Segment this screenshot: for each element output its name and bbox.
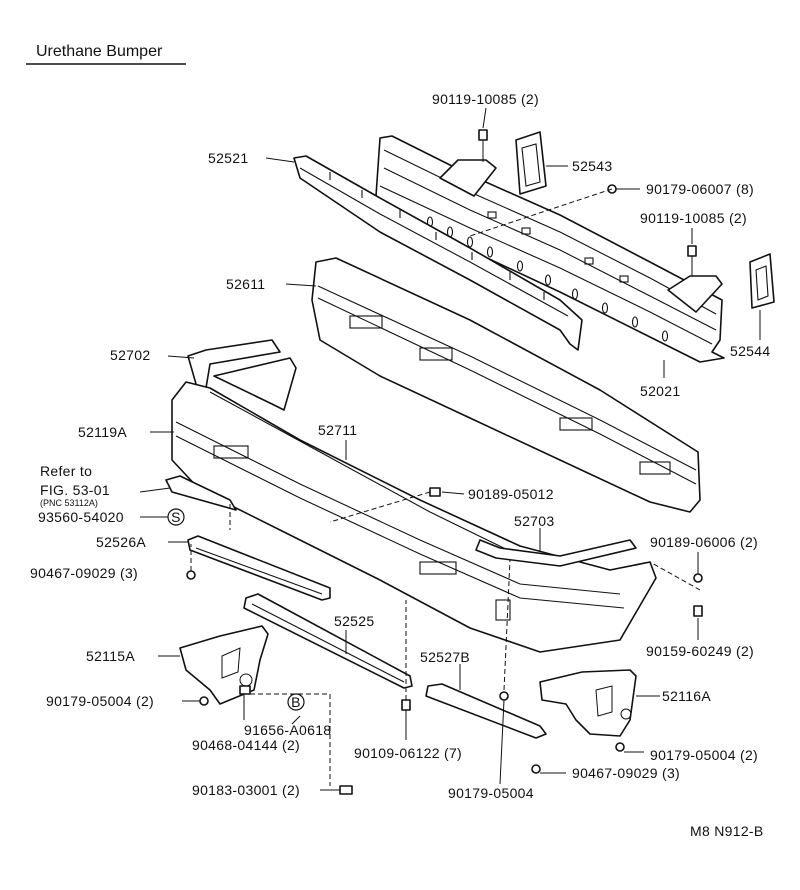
label-90189-06006: 90189-06006 (2): [650, 534, 758, 550]
svg-text:S: S: [171, 509, 181, 525]
label-52526A: 52526A: [96, 534, 146, 550]
label-90179-05004-bottom: 90179-05004: [448, 785, 534, 801]
front-seal: [165, 475, 237, 511]
label-52115A: 52115A: [86, 648, 135, 664]
label-52521: 52521: [208, 150, 248, 166]
reference-line3: (PNC 53112A): [40, 498, 98, 508]
label-52119A: 52119A: [78, 424, 127, 440]
guide-lines: [190, 188, 701, 786]
label-90179-05004-right: 90179-05004 (2): [650, 747, 758, 763]
label-52116A: 52116A: [662, 688, 711, 704]
label-90119-right: 90119-10085 (2): [640, 210, 747, 226]
lower-trim-strip: [475, 539, 637, 567]
symbol-s: S: [167, 508, 185, 526]
svg-text:B: B: [291, 694, 301, 710]
label-90159: 90159-60249 (2): [646, 643, 754, 659]
leader-lines: [139, 107, 761, 791]
label-90109: 90109-06122 (7): [354, 745, 462, 761]
bracket-right: [539, 669, 637, 737]
label-90468: 90468-04144 (2): [192, 737, 300, 753]
symbol-b: B: [287, 693, 305, 711]
reference-line2: FIG. 53-01: [40, 482, 110, 498]
label-90179-06007: 90179-06007 (8): [646, 181, 754, 197]
label-52021: 52021: [640, 383, 680, 399]
label-90189-05012: 90189-05012: [468, 486, 554, 502]
bumper-reinforcement: [375, 135, 725, 363]
label-90179-05004-left: 90179-05004 (2): [46, 693, 154, 709]
diagram-title: Urethane Bumper: [36, 43, 163, 60]
strip-52525: [243, 593, 413, 689]
label-93560: 93560-54020: [38, 509, 124, 525]
spoiler-52526A: [187, 535, 331, 601]
label-52525: 52525: [334, 613, 374, 629]
upper-retainer: [293, 155, 583, 351]
plate-52544: [749, 253, 775, 309]
label-90183: 90183-03001 (2): [192, 782, 300, 798]
label-90119-top: 90119-10085 (2): [432, 91, 539, 107]
label-52611: 52611: [226, 276, 265, 292]
label-52543: 52543: [572, 158, 612, 174]
reference-line1: Refer to: [40, 463, 92, 479]
footer-code: M8 N912-B: [690, 823, 764, 839]
label-90467-right: 90467-09029 (3): [572, 765, 680, 781]
label-52711: 52711: [318, 422, 357, 438]
plate-52543: [515, 131, 547, 195]
label-52703: 52703: [514, 513, 554, 529]
label-91656: 91656-A0618: [244, 722, 331, 738]
label-90467-left: 90467-09029 (3): [30, 565, 138, 581]
strip-52527B: [425, 683, 547, 739]
bumper-cover: [171, 381, 657, 653]
label-52702: 52702: [110, 347, 150, 363]
label-52527B: 52527B: [420, 649, 470, 665]
label-52544: 52544: [730, 343, 770, 359]
bracket-left: [179, 625, 269, 705]
energy-absorber: [311, 257, 701, 513]
